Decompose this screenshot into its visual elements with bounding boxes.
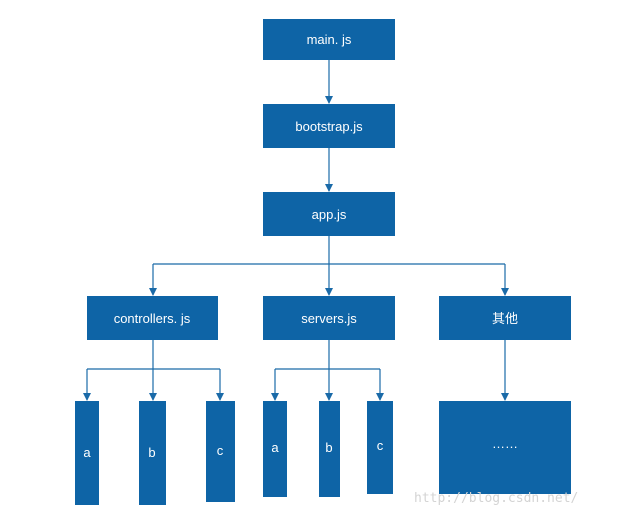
node-controllers-label: controllers. js <box>114 311 191 326</box>
nodes: main. js bootstrap.js app.js controllers… <box>75 19 571 505</box>
node-other-more-box <box>439 401 571 494</box>
node-main-box <box>263 19 395 60</box>
node-controllers-c: c <box>206 401 235 502</box>
node-servers-a-label: a <box>271 440 279 455</box>
node-servers-c-box <box>367 401 393 494</box>
node-other-more-label: …… <box>492 436 518 451</box>
node-other-more: …… <box>439 401 571 494</box>
node-other-label: 其他 <box>492 311 518 326</box>
node-app-label: app.js <box>312 207 347 222</box>
node-controllers-box <box>87 296 218 340</box>
node-servers-a: a <box>263 401 287 497</box>
node-controllers-a: a <box>75 401 99 505</box>
node-app: app.js <box>263 192 395 236</box>
node-controllers-b-label: b <box>148 445 155 460</box>
watermark-text: http://blog.csdn.net/ <box>414 491 578 506</box>
node-main: main. js <box>263 19 395 60</box>
node-bootstrap: bootstrap.js <box>263 104 395 148</box>
node-controllers-a-label: a <box>83 445 91 460</box>
node-servers-b: b <box>319 401 340 497</box>
node-other-box <box>439 296 571 340</box>
node-servers-c-label: c <box>377 438 384 453</box>
node-servers-box <box>263 296 395 340</box>
node-servers: servers.js <box>263 296 395 340</box>
node-servers-c: c <box>367 401 393 494</box>
node-controllers-b: b <box>139 401 166 505</box>
node-main-label: main. js <box>307 32 352 47</box>
node-bootstrap-label: bootstrap.js <box>295 119 363 134</box>
node-bootstrap-box <box>263 104 395 148</box>
node-controllers-c-label: c <box>217 443 224 458</box>
node-controllers-a-box <box>75 401 99 505</box>
node-servers-a-box <box>263 401 287 497</box>
node-servers-b-label: b <box>325 440 332 455</box>
node-servers-label: servers.js <box>301 311 357 326</box>
node-other: 其他 <box>439 296 571 340</box>
node-servers-b-box <box>319 401 340 497</box>
node-controllers-c-box <box>206 401 235 502</box>
edges <box>83 60 509 401</box>
node-app-box <box>263 192 395 236</box>
node-controllers-b-box <box>139 401 166 505</box>
node-controllers: controllers. js <box>87 296 218 340</box>
